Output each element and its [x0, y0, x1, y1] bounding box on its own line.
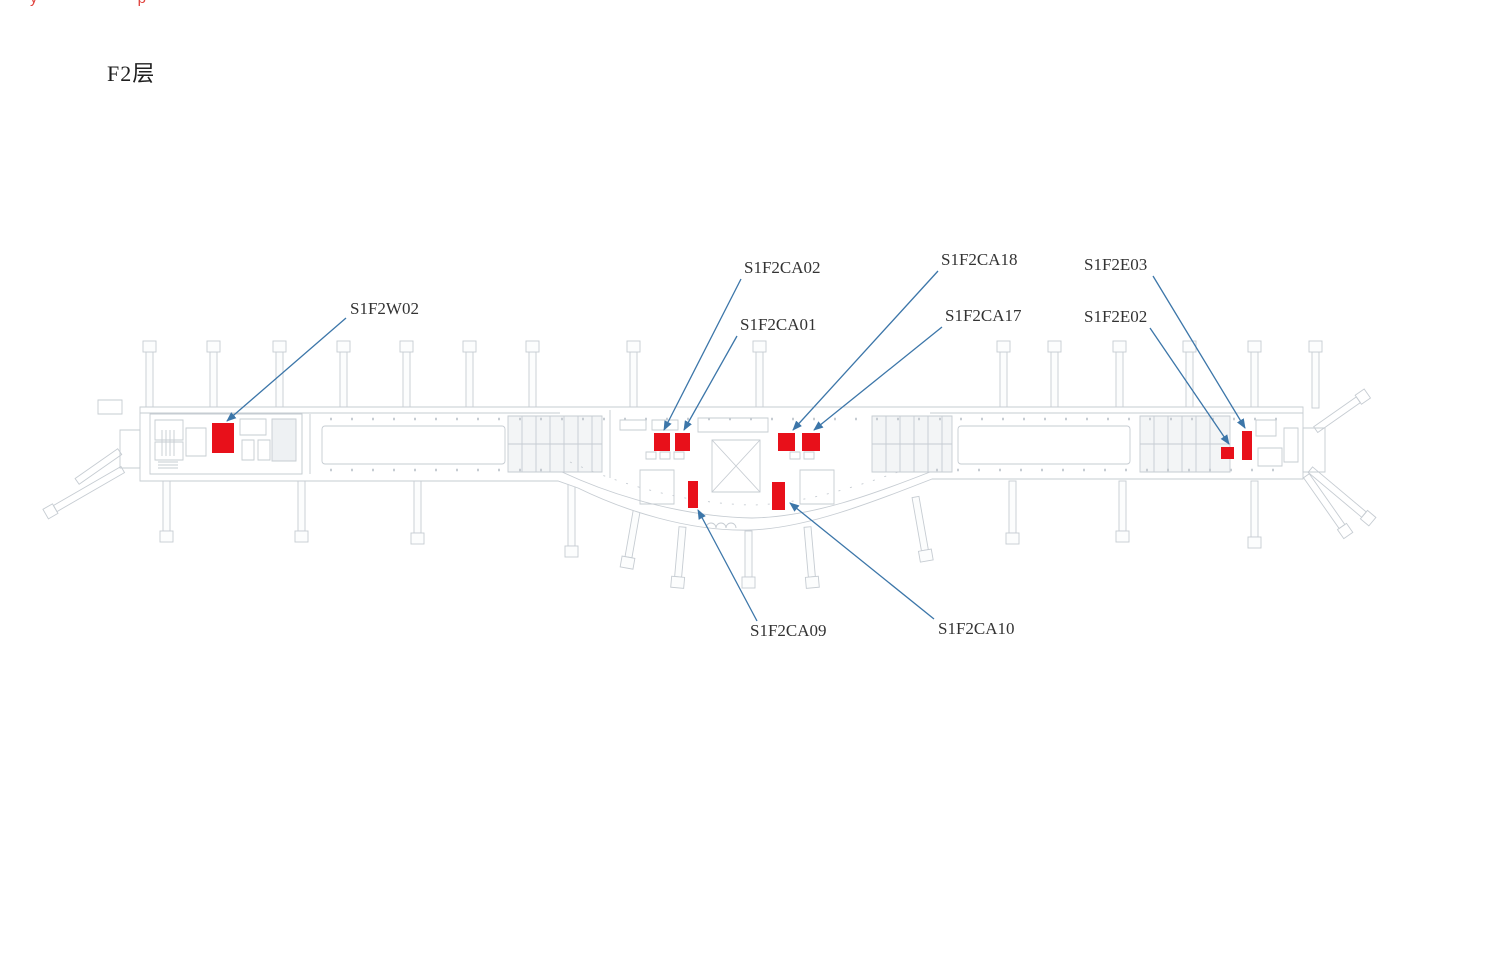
pier — [462, 340, 477, 409]
location-marker-S1F2E03 — [1242, 431, 1252, 460]
leader-arrow-S1F2CA02 — [663, 278, 742, 431]
pier — [1112, 340, 1127, 409]
pier — [803, 526, 820, 589]
pier — [564, 483, 579, 558]
label-S1F2CA18: S1F2CA18 — [941, 250, 1018, 269]
annotation-S1F2E03: S1F2E03 — [1084, 255, 1252, 460]
label-S1F2CA09: S1F2CA09 — [750, 621, 827, 640]
pier — [1047, 340, 1062, 409]
pier — [336, 340, 351, 409]
location-marker-S1F2W02 — [212, 423, 234, 453]
pier — [159, 480, 174, 543]
location-marker-S1F2CA01 — [675, 433, 690, 451]
pier — [399, 340, 414, 409]
pier — [142, 340, 157, 409]
label-S1F2E02: S1F2E02 — [1084, 307, 1147, 326]
location-marker-S1F2CA02 — [654, 433, 670, 451]
pier — [911, 495, 934, 563]
annotation-S1F2CA01: S1F2CA01 — [675, 315, 817, 451]
pier — [1005, 480, 1020, 545]
pier — [1247, 340, 1262, 409]
location-marker-S1F2CA10 — [772, 482, 785, 510]
annotation-S1F2CA18: S1F2CA18 — [778, 250, 1018, 451]
left-diagonal-wing — [43, 449, 126, 519]
pier — [670, 526, 687, 589]
annotation-S1F2W02: S1F2W02 — [212, 299, 419, 453]
right-diagonal-wing — [1302, 389, 1376, 539]
pier — [741, 530, 756, 589]
clipped-corner-text: y p — [30, 0, 194, 7]
leader-arrow-S1F2CA17 — [813, 326, 943, 431]
pier — [272, 340, 287, 409]
leader-arrow-S1F2W02 — [226, 317, 347, 422]
location-marker-S1F2CA18 — [778, 433, 795, 451]
terminal-outline — [140, 407, 1303, 530]
pier — [1115, 480, 1130, 543]
annotation-layer: S1F2W02S1F2CA02S1F2CA01S1F2CA18S1F2CA17S… — [212, 250, 1252, 640]
pier — [752, 340, 767, 409]
annotation-S1F2CA10: S1F2CA10 — [772, 482, 1015, 638]
label-S1F2W02: S1F2W02 — [350, 299, 419, 318]
pier — [1308, 340, 1323, 409]
pier — [1247, 480, 1262, 549]
location-marker-S1F2CA09 — [688, 481, 698, 508]
label-S1F2CA17: S1F2CA17 — [945, 306, 1022, 325]
leader-arrow-S1F2CA01 — [683, 335, 738, 431]
terminal-piers — [142, 340, 1323, 589]
leader-arrow-S1F2E03 — [1152, 275, 1246, 429]
annotation-S1F2CA02: S1F2CA02 — [654, 258, 821, 451]
leader-arrow-S1F2CA10 — [789, 502, 935, 620]
terminal-floorplan — [43, 389, 1376, 539]
leader-arrow-S1F2CA09 — [697, 509, 758, 622]
annotation-S1F2CA17: S1F2CA17 — [802, 306, 1022, 451]
annotation-S1F2E02: S1F2E02 — [1084, 307, 1234, 459]
pier — [294, 480, 309, 543]
leader-arrow-S1F2E02 — [1149, 327, 1230, 445]
pier — [1182, 340, 1197, 409]
label-S1F2CA10: S1F2CA10 — [938, 619, 1015, 638]
pier — [410, 480, 425, 545]
pier — [206, 340, 221, 409]
pier — [996, 340, 1011, 409]
pier — [525, 340, 540, 409]
leader-arrow-S1F2CA18 — [792, 270, 939, 431]
pier — [619, 504, 642, 570]
location-marker-S1F2E02 — [1221, 447, 1234, 459]
label-S1F2CA02: S1F2CA02 — [744, 258, 821, 277]
pier — [626, 340, 641, 409]
label-S1F2CA01: S1F2CA01 — [740, 315, 817, 334]
annotation-S1F2CA09: S1F2CA09 — [688, 481, 827, 640]
label-S1F2E03: S1F2E03 — [1084, 255, 1147, 274]
floor-title: F2层 — [107, 61, 156, 86]
location-marker-S1F2CA17 — [802, 433, 820, 451]
